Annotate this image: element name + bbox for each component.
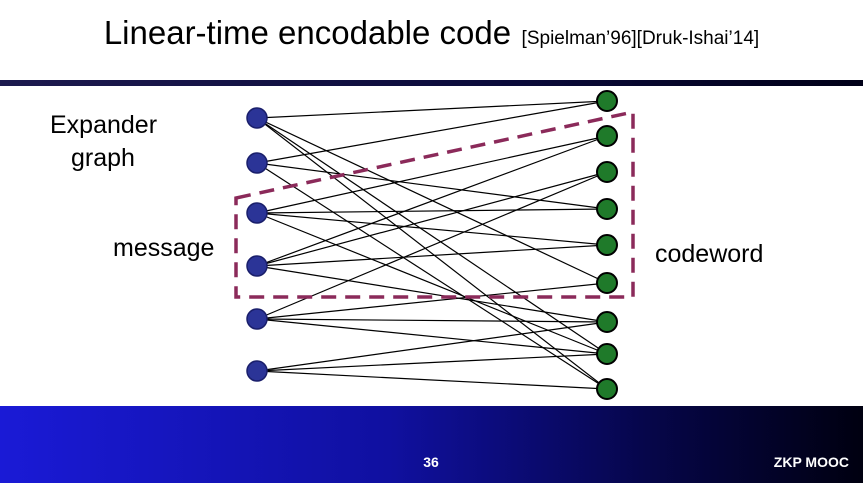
edge-l4-r6: [256, 318, 608, 323]
title-main: Linear-time encodable code: [103, 14, 512, 51]
left-node-0: [246, 107, 268, 129]
edge-l2-r1: [256, 135, 608, 214]
slide-title: Linear-time encodable code [Spielman’96]…: [0, 14, 863, 52]
right-node-0: [596, 90, 618, 112]
edge-l5-r7: [256, 353, 608, 372]
edge-l3-r2: [256, 171, 608, 267]
title-references: [Spielman’96][Druk-Ishai’14]: [521, 28, 760, 49]
right-node-7: [596, 343, 618, 365]
edge-l5-r6: [256, 321, 608, 372]
graph-edges: [256, 100, 608, 390]
left-node-1: [246, 152, 268, 174]
edge-l2-r3: [256, 208, 608, 214]
right-node-3: [596, 198, 618, 220]
title-divider: [0, 80, 863, 86]
footer-brand: ZKP MOOC: [773, 454, 849, 470]
edge-l0-r0: [256, 100, 608, 119]
label-expander: Expander: [50, 111, 158, 139]
left-node-5: [246, 360, 268, 382]
edge-l4-r7: [256, 318, 608, 355]
right-node-4: [596, 234, 618, 256]
left-node-2: [246, 202, 268, 224]
label-message: message: [113, 234, 215, 262]
edge-l3-r1: [256, 135, 608, 267]
edge-l2-r4: [256, 212, 608, 246]
label-graph: graph: [71, 144, 135, 172]
right-node-6: [596, 311, 618, 333]
left-node-3: [246, 255, 268, 277]
page-number: 36: [423, 454, 439, 470]
edge-l1-r3: [256, 162, 608, 210]
edge-l4-r5: [256, 282, 608, 320]
edge-l3-r4: [256, 244, 608, 267]
edge-l5-r8: [256, 370, 608, 390]
slide-footer: 36 ZKP MOOC: [0, 406, 863, 483]
edge-l2-r7: [256, 212, 608, 355]
graph-nodes: [246, 90, 618, 400]
right-node-8: [596, 378, 618, 400]
edge-l1-r0: [256, 100, 608, 164]
left-node-4: [246, 308, 268, 330]
edge-l1-r8: [256, 162, 608, 390]
message-codeword-dashed-box: [234, 109, 635, 299]
edge-l0-r8: [256, 117, 608, 390]
right-node-2: [596, 161, 618, 183]
edge-l0-r7: [256, 117, 608, 355]
right-node-5: [596, 272, 618, 294]
edge-l4-r2: [256, 171, 608, 320]
label-codeword: codeword: [655, 240, 764, 268]
edge-l3-r6: [256, 265, 608, 323]
right-node-1: [596, 125, 618, 147]
